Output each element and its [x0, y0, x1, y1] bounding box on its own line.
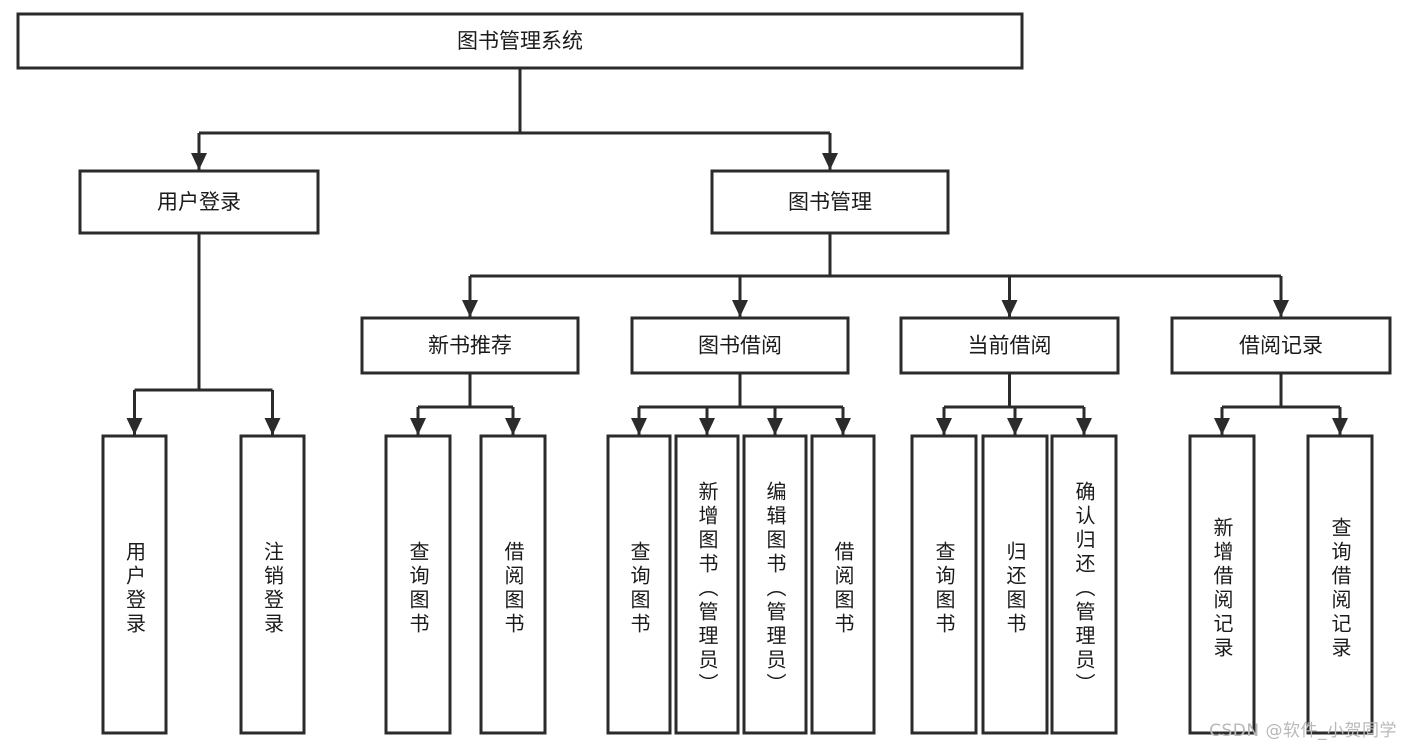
node-book-borrow-label: 图书借阅: [698, 334, 782, 358]
arrow-head-icon: [264, 418, 281, 435]
arrow-head-icon: [732, 300, 748, 317]
node-root-label: 图书管理系统: [457, 29, 583, 53]
arrow-head-icon: [1273, 300, 1289, 317]
arrow-head-icon: [822, 153, 838, 170]
node-book-manage[interactable]: 图书管理: [710, 169, 950, 235]
connectors-layer: [126, 68, 1348, 435]
leaf-leaf-borrow-do[interactable]: [810, 434, 876, 735]
leaf-leaf-rec-add[interactable]: [1188, 434, 1256, 735]
arrow-head-icon: [936, 418, 952, 435]
leaf-leaf-cur-return[interactable]: [981, 434, 1049, 735]
leaf-leaf-cur-query[interactable]: [910, 434, 978, 735]
arrow-head-icon: [835, 418, 851, 435]
leaf-leaf-borrow-edit[interactable]: [742, 434, 808, 735]
node-new-book-rec[interactable]: 新书推荐: [360, 316, 580, 375]
arrow-head-icon: [1007, 418, 1023, 435]
watermark: CSDN @软件_小贺同学: [1209, 721, 1397, 741]
arrow-head-icon: [410, 418, 426, 435]
arrow-head-icon: [126, 418, 143, 435]
node-user-login-label: 用户登录: [157, 190, 241, 214]
arrow-head-icon: [191, 153, 207, 170]
leaf-leaf-cur-confirm[interactable]: [1050, 434, 1118, 735]
leaf-leaf-user-login[interactable]: [101, 434, 168, 735]
node-user-login[interactable]: 用户登录: [78, 169, 320, 235]
arrow-head-icon: [1214, 418, 1230, 435]
arrow-head-icon: [462, 300, 478, 317]
arrow-head-icon: [767, 418, 783, 435]
arrow-head-icon: [1332, 418, 1348, 435]
node-borrow-record[interactable]: 借阅记录: [1170, 316, 1392, 375]
arrow-head-icon: [1076, 418, 1092, 435]
leaf-leaf-rec-query-record[interactable]: [1306, 434, 1374, 735]
leaf-leaf-user-logout[interactable]: [239, 434, 306, 735]
arrow-head-icon: [1001, 300, 1018, 317]
leaf-leaf-rec-query[interactable]: [384, 434, 452, 735]
arrow-head-icon: [631, 418, 647, 435]
node-borrow-record-label: 借阅记录: [1239, 334, 1323, 358]
node-new-book-rec-label: 新书推荐: [428, 334, 512, 358]
leaf-leaf-borrow-add[interactable]: [674, 434, 740, 735]
arrow-head-icon: [505, 418, 521, 435]
node-book-borrow[interactable]: 图书借阅: [630, 316, 850, 375]
leaf-leaf-rec-borrow[interactable]: [479, 434, 547, 735]
arrow-head-icon: [699, 418, 715, 435]
leaf-leaf-borrow-query[interactable]: [606, 434, 672, 735]
node-root[interactable]: 图书管理系统: [16, 12, 1024, 70]
node-current-borrow-label: 当前借阅: [968, 334, 1052, 358]
node-current-borrow[interactable]: 当前借阅: [899, 316, 1120, 375]
node-book-manage-label: 图书管理: [788, 190, 872, 214]
